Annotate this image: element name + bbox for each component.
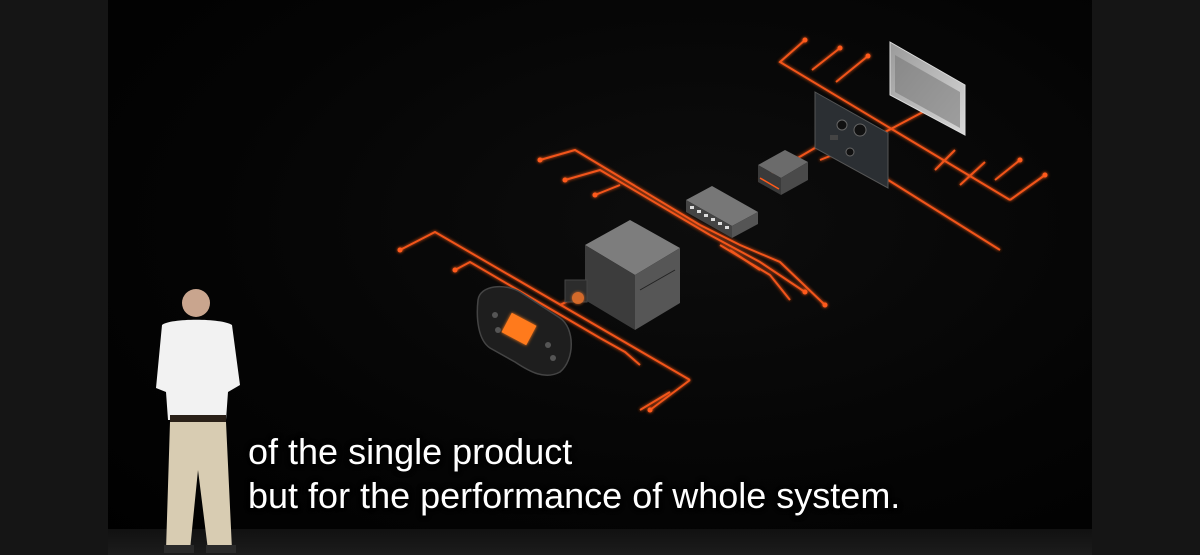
computer-box (758, 150, 808, 195)
wiring-endpoints (397, 37, 1048, 413)
subtitle-line-1: of the single product (248, 431, 573, 472)
network-switch (686, 186, 758, 238)
monitor-display (889, 41, 966, 136)
control-panel (814, 91, 889, 189)
letterbox-left (0, 0, 108, 555)
subtitle-caption: of the single product but for the perfor… (248, 430, 1048, 518)
wheelbase-motor (564, 220, 680, 330)
presenter-figure (156, 289, 240, 553)
steering-wheel (476, 285, 572, 376)
subtitle-line-2: but for the performance of whole system. (248, 475, 901, 516)
letterbox-right (1092, 0, 1200, 555)
stage-floor (108, 529, 1092, 555)
